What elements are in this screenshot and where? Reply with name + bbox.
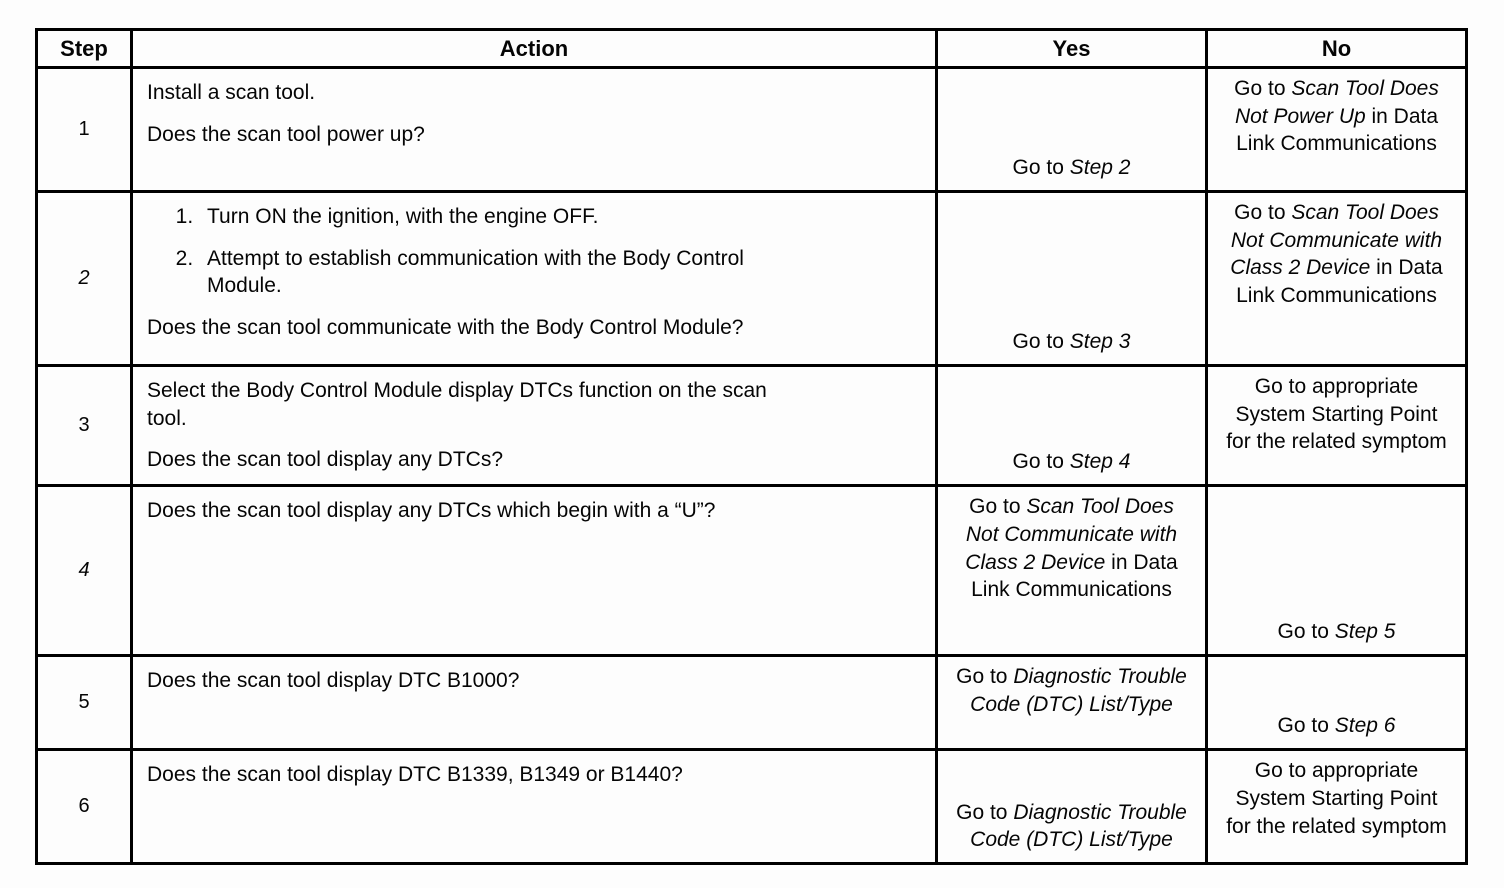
no-cell: Go to Step 6 xyxy=(1205,654,1468,752)
action-list: Turn ON the ignition, with the engine OF… xyxy=(147,203,921,300)
table-row: 6 Does the scan tool display DTC B1339, … xyxy=(35,748,1468,866)
action-question: Does the scan tool power up? xyxy=(147,122,425,146)
step-cell: 6 xyxy=(35,748,133,866)
action-cell: Install a scan tool. Does the scan tool … xyxy=(130,66,938,194)
header-step: Step xyxy=(35,27,133,70)
header-row: Step Action Yes No xyxy=(35,27,1468,70)
header-no: No xyxy=(1205,27,1468,70)
yes-cell: Go to Diagnostic Trouble Code (DTC) List… xyxy=(935,654,1208,752)
yes-cell: Go to Step 3 xyxy=(935,190,1208,368)
step-cell: 2 xyxy=(35,190,133,368)
table-row: 1 Install a scan tool. Does the scan too… xyxy=(35,66,1468,194)
yes-cell: Go to Scan Tool Does Not Communicate wit… xyxy=(935,484,1208,658)
action-text: Select the Body Control Module display D… xyxy=(147,379,767,430)
table-row: 3 Select the Body Control Module display… xyxy=(35,364,1468,488)
action-cell: Does the scan tool display DTC B1339, B1… xyxy=(130,748,938,866)
table-row: 4 Does the scan tool display any DTCs wh… xyxy=(35,484,1468,658)
action-text: Install a scan tool. xyxy=(147,81,316,105)
step-cell: 3 xyxy=(35,364,133,488)
action-list-item: Turn ON the ignition, with the engine OF… xyxy=(199,203,799,231)
step-cell: 1 xyxy=(35,66,133,194)
no-cell: Go to appropriate System Starting Point … xyxy=(1205,748,1468,866)
action-question: Does the scan tool display DTC B1000? xyxy=(147,669,520,693)
yes-cell: Go to Diagnostic Trouble Code (DTC) List… xyxy=(935,748,1208,866)
diagnostic-table: Step Action Yes No 1 Install a scan tool… xyxy=(35,27,1468,866)
no-cell: Go to Scan Tool Does Not Power Up in Dat… xyxy=(1205,66,1468,194)
yes-cell: Go to Step 4 xyxy=(935,364,1208,488)
action-cell: Does the scan tool display DTC B1000? xyxy=(130,654,938,752)
action-question: Does the scan tool communicate with the … xyxy=(147,316,744,340)
table-row: 5 Does the scan tool display DTC B1000? … xyxy=(35,654,1468,752)
table-row: 2 Turn ON the ignition, with the engine … xyxy=(35,190,1468,368)
action-cell: Select the Body Control Module display D… xyxy=(130,364,938,488)
step-cell: 4 xyxy=(35,484,133,658)
yes-cell: Go to Step 2 xyxy=(935,66,1208,194)
header-action: Action xyxy=(130,27,938,70)
action-question: Does the scan tool display any DTCs whic… xyxy=(147,499,716,523)
no-cell: Go to Scan Tool Does Not Communicate wit… xyxy=(1205,190,1468,368)
action-question: Does the scan tool display any DTCs? xyxy=(147,448,504,472)
header-yes: Yes xyxy=(935,27,1208,70)
action-list-item: Attempt to establish communication with … xyxy=(199,245,799,300)
action-cell: Does the scan tool display any DTCs whic… xyxy=(130,484,938,658)
action-cell: Turn ON the ignition, with the engine OF… xyxy=(130,190,938,368)
no-cell: Go to Step 5 xyxy=(1205,484,1468,658)
action-question: Does the scan tool display DTC B1339, B1… xyxy=(147,763,683,787)
no-cell: Go to appropriate System Starting Point … xyxy=(1205,364,1468,488)
step-cell: 5 xyxy=(35,654,133,752)
